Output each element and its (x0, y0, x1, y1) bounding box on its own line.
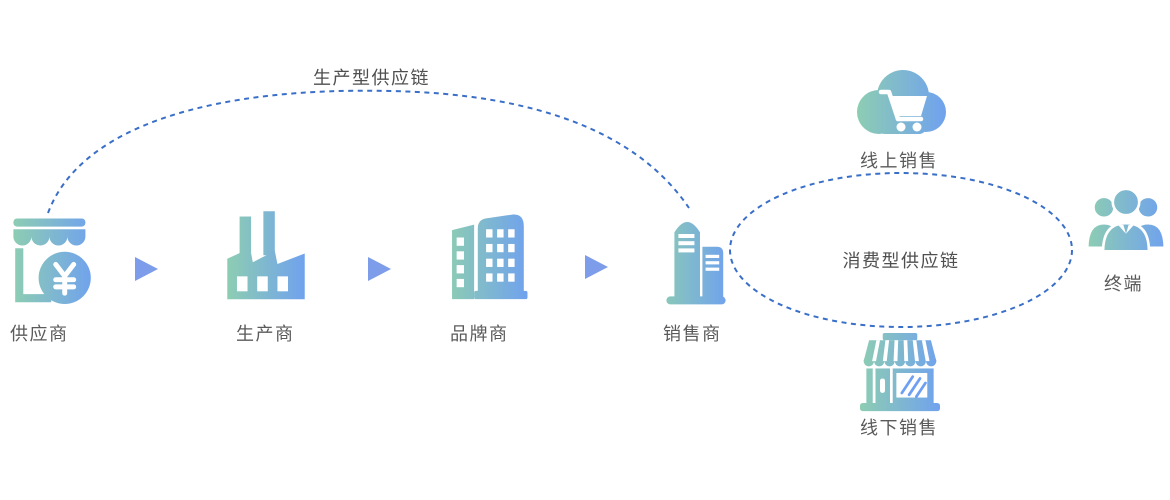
right-triangle-arrow-icon (368, 257, 391, 281)
shopping-cart-glyph (878, 89, 927, 132)
supplier-label: 供应商 (10, 324, 69, 344)
factory-icon (227, 211, 305, 300)
office-buildings-icon (452, 214, 528, 300)
terminal-label: 终端 (1104, 274, 1143, 294)
production-chain-label: 生产型供应链 (313, 68, 430, 88)
offline-sales-label: 线下销售 (860, 418, 938, 438)
storefront-yuan-icon (13, 218, 91, 304)
consumption-chain-label: 消费型供应链 (842, 251, 960, 271)
right-triangle-arrow-icon (585, 255, 608, 279)
producer-label: 生产商 (236, 324, 295, 344)
online-sales-label: 线上销售 (860, 151, 938, 171)
brand-label: 品牌商 (450, 324, 509, 344)
production-chain-dashed-arc (47, 89, 690, 214)
shop-storefront-icon (860, 333, 940, 412)
people-group-icon (1085, 187, 1167, 253)
door-handle (880, 378, 885, 393)
yuan-symbol (53, 261, 77, 296)
tower-buildings-icon (666, 222, 726, 305)
cloud-shopping-cart-icon (857, 70, 946, 134)
seller-label: 销售商 (663, 324, 722, 344)
right-triangle-arrow-icon (135, 257, 158, 281)
